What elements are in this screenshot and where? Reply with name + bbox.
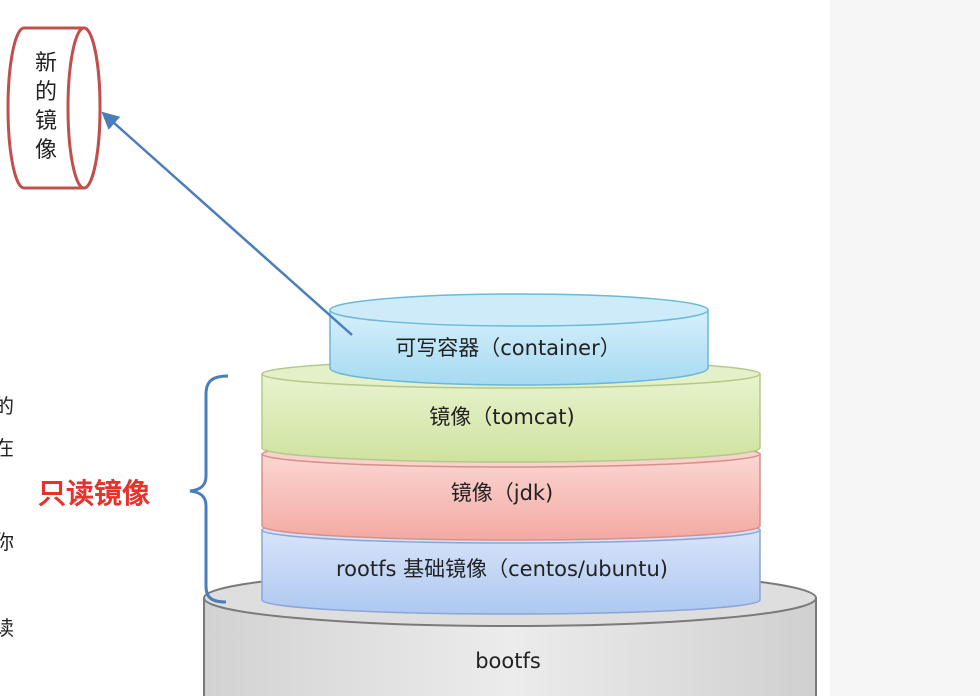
readonly-label: 只读镜像: [38, 477, 151, 510]
container-label: 可写容器（container）: [395, 336, 621, 360]
edge-text-fragment: 在: [0, 436, 14, 460]
edge-text-fragment: 的: [0, 394, 14, 418]
background-strip: [830, 0, 980, 696]
new-image-cylinder: 新 的 镜 像: [6, 26, 102, 190]
bootfs-label: bootfs: [475, 649, 541, 673]
tomcat-label: 镜像（tomcat): [429, 405, 574, 429]
readonly-bracket: [189, 374, 229, 604]
edge-text-fragment: 你: [0, 530, 14, 554]
rootfs-label: rootfs 基础镜像（centos/ubuntu): [336, 557, 668, 581]
new-image-char: 镜: [35, 109, 57, 134]
container-layer: 可写容器（container）: [329, 293, 709, 386]
new-image-char: 像: [35, 138, 57, 163]
commit-arrow: [101, 111, 353, 336]
new-image-char: 的: [35, 80, 57, 105]
jdk-label: 镜像（jdk): [451, 481, 554, 505]
edge-text-fragment: 读: [0, 616, 14, 640]
new-image-char: 新: [35, 51, 57, 76]
